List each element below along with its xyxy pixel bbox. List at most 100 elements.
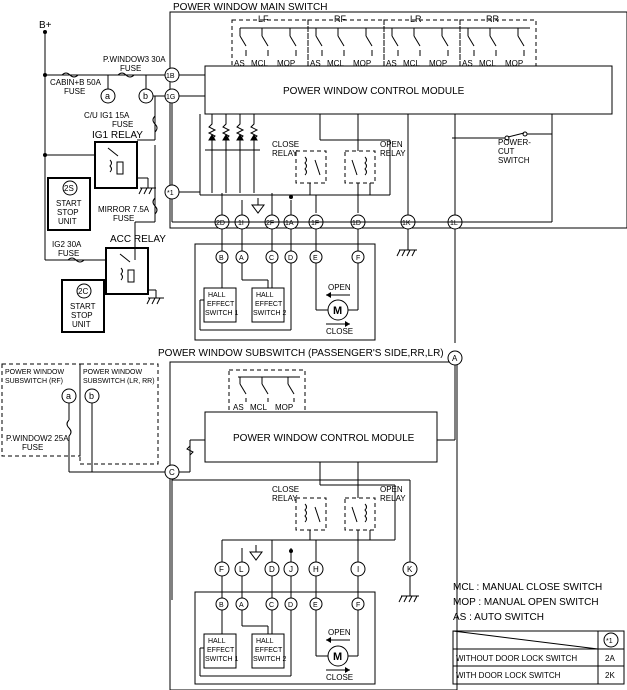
svg-text:I: I <box>357 565 359 574</box>
main-relay-wiring <box>200 114 391 213</box>
svg-text:EFFECT: EFFECT <box>207 301 235 308</box>
legend-row-2-value: 2K <box>605 671 615 680</box>
svg-text:b: b <box>89 391 94 401</box>
svg-text:1F: 1F <box>311 220 319 227</box>
svg-text:*1: *1 <box>167 190 174 197</box>
power-cut-label-2: CUT <box>498 147 515 156</box>
svg-text:START: START <box>70 302 96 311</box>
sub-control-module <box>204 411 438 463</box>
small-connector-a-top: a <box>100 88 116 104</box>
svg-text:1L: 1L <box>450 220 458 227</box>
power-cut-label-1: POWER- <box>498 138 531 147</box>
ig2-fuse-symbol <box>67 257 85 263</box>
svg-text:E: E <box>313 255 318 262</box>
mirror-fuse-label-2: FUSE <box>113 214 134 223</box>
b-plus-label: B+ <box>39 20 52 31</box>
main-close-relay-label-1: CLOSE <box>272 140 299 149</box>
svg-text:STOP: STOP <box>71 311 93 320</box>
power-cut-switch <box>452 114 553 222</box>
svg-text:a: a <box>105 91 110 101</box>
pwindow3-fuse-label-2: FUSE <box>120 64 141 73</box>
cu-ig1-fuse-label-2: FUSE <box>112 120 133 129</box>
start-stop-unit-1: 2S START STOP UNIT <box>47 177 91 231</box>
cabin-fuse-label-1: CABIN+B 50A <box>50 78 102 87</box>
sub-wiring <box>171 365 456 600</box>
svg-text:MOP: MOP <box>429 59 447 68</box>
svg-text:CLOSE: CLOSE <box>326 673 353 682</box>
svg-text:M: M <box>333 305 342 317</box>
ground-k <box>398 576 419 603</box>
sub-motor-connectors: B A C D E F <box>215 597 365 611</box>
svg-text:UNIT: UNIT <box>72 320 91 329</box>
svg-text:AS: AS <box>386 59 397 68</box>
svg-text:AS: AS <box>233 403 244 412</box>
svg-text:OPEN: OPEN <box>328 283 351 292</box>
svg-text:C: C <box>169 468 175 477</box>
svg-text:1B: 1B <box>166 73 175 80</box>
door-group-rf: RF <box>334 14 346 24</box>
power-cut-label-3: SWITCH <box>498 156 530 165</box>
acc-ground <box>146 289 164 305</box>
main-switch-title: POWER WINDOW MAIN SWITCH <box>173 2 327 13</box>
legend-as: AS : AUTO SWITCH <box>453 612 544 623</box>
svg-text:D: D <box>269 565 275 574</box>
svg-text:MOP: MOP <box>353 59 371 68</box>
main-open-relay-label-1: OPEN <box>380 140 403 149</box>
pwindow3-fuse-label-1: P.WINDOW3 30A <box>103 55 166 64</box>
acc-relay-label: ACC RELAY <box>110 234 166 245</box>
cu-ig1-fuse-symbol <box>152 115 158 133</box>
svg-text:SWITCH 2: SWITCH 2 <box>253 310 287 317</box>
sub-bottom-connectors: F L D J H I K <box>214 561 418 577</box>
svg-text:MCL: MCL <box>327 59 344 68</box>
svg-text:MCL: MCL <box>403 59 420 68</box>
pwindow2-fuse-label-1: P.WINDOW2 25A <box>6 434 69 443</box>
svg-text:START: START <box>56 199 82 208</box>
cu-ig1-fuse-label-1: C/U IG1 15A <box>84 111 130 120</box>
main-ground-arrow <box>251 198 265 214</box>
start-stop-unit-2: 2C START STOP UNIT <box>61 279 105 333</box>
main-motor-wiring <box>221 229 359 251</box>
subswitch-rf-label-1: POWER WINDOW <box>5 369 64 376</box>
svg-text:J: J <box>289 565 293 574</box>
pwindow2-fuse-label-2: FUSE <box>22 443 43 452</box>
sub-close-relay-label-2: RELAY <box>272 494 298 503</box>
ig1-relay-label: IG1 RELAY <box>92 130 143 141</box>
door-group-rr: RR <box>486 14 499 24</box>
svg-text:1D: 1D <box>352 220 361 227</box>
svg-text:HALL: HALL <box>256 638 274 645</box>
supply-wiring <box>44 32 552 261</box>
svg-text:STOP: STOP <box>57 208 79 217</box>
svg-text:AS: AS <box>462 59 473 68</box>
main-control-module <box>204 65 613 115</box>
main-hall-switch-2: HALL EFFECT SWITCH 2 <box>251 287 287 323</box>
svg-text:L: L <box>239 565 244 574</box>
ig1-relay <box>94 141 138 189</box>
subswitch-lr-rr-label-1: POWER WINDOW <box>83 369 142 376</box>
subswitch-lr-rr-box <box>79 363 159 465</box>
sub-motor-box <box>194 591 376 685</box>
legend-table: *1 WITHOUT DOOR LOCK SWITCH 2A WITH DOOR… <box>452 630 625 685</box>
sub-connector-c: C <box>164 464 180 480</box>
svg-text:MOP: MOP <box>505 59 523 68</box>
svg-text:HALL: HALL <box>256 292 274 299</box>
legend-mcl: MCL : MANUAL CLOSE SWITCH <box>453 582 602 593</box>
subswitch-box <box>169 361 458 690</box>
main-motor-connectors: B A C D E F <box>215 250 365 264</box>
ig2-fuse-label-2: FUSE <box>58 249 79 258</box>
main-control-module-label: POWER WINDOW CONTROL MODULE <box>283 86 465 97</box>
ig1-ground <box>137 177 156 195</box>
door-switches <box>239 27 530 56</box>
legend-row-1-label: WITHOUT DOOR LOCK SWITCH <box>456 654 577 663</box>
sub-switch-labels: AS MCL MOP <box>233 403 293 412</box>
door-group-lr: LR <box>410 14 422 24</box>
svg-text:F: F <box>356 602 360 609</box>
svg-text:E: E <box>313 602 318 609</box>
subswitch-rf-box <box>1 363 81 457</box>
svg-text:SWITCH 1: SWITCH 1 <box>205 310 239 317</box>
svg-text:B: B <box>219 255 224 262</box>
svg-text:2C: 2C <box>78 287 88 296</box>
sub-open-relay <box>344 497 376 531</box>
resistor-diode-bank <box>205 114 260 193</box>
